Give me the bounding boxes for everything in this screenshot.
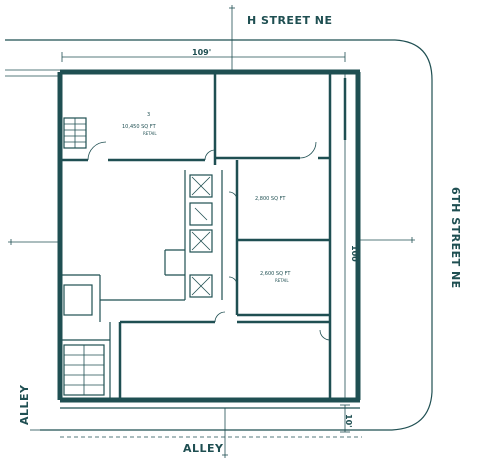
site-boundary: [5, 39, 433, 431]
elevator-core: [189, 174, 213, 298]
north-street-label: H STREET NE: [247, 14, 333, 27]
dimension-right-label: 100': [350, 245, 359, 264]
south-street-label: ALLEY: [183, 442, 224, 455]
north-axis-marker: [229, 5, 235, 72]
stair-top-left: [63, 117, 87, 149]
dimension-bottom: [60, 404, 362, 438]
south-axis-marker: [222, 408, 228, 458]
west-axis-marker: [8, 239, 58, 245]
room-number-label: 3: [147, 112, 150, 118]
room-top-left-area: 10,450 SQ FT: [122, 124, 157, 130]
east-axis-marker: [360, 237, 415, 243]
dimension-top: [61, 52, 346, 62]
room-center-right-use: RETAIL: [275, 278, 289, 283]
door-swings: [87, 141, 331, 341]
room-top-left-use: RETAIL: [143, 131, 157, 136]
dimension-bottom-right-label: 10': [344, 414, 353, 428]
east-street-label: 6TH STREET NE: [449, 187, 462, 289]
west-street-label: ALLEY: [18, 384, 31, 425]
interior-walls: [60, 72, 332, 400]
stair-bottom-left: [63, 284, 105, 396]
room-center-right-area: 2,600 SQ FT: [260, 271, 291, 277]
room-mid-right-area: 2,800 SQ FT: [255, 196, 286, 202]
dimension-top-label: 109': [192, 48, 211, 57]
